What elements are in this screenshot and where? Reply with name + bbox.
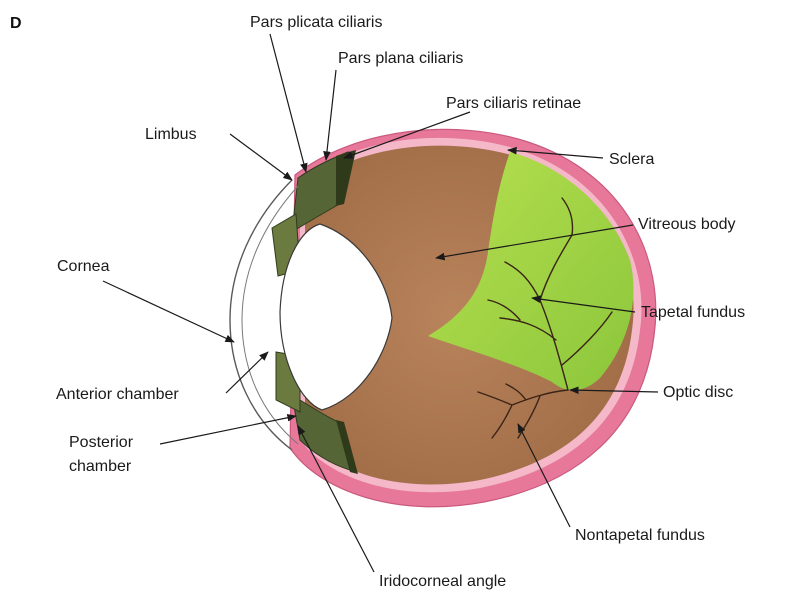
leader-cornea: [103, 281, 234, 342]
label-anterior-chamber: Anterior chamber: [56, 386, 179, 403]
leader-posterior-chamber: [160, 416, 296, 444]
label-iridocorneal-angle: Iridocorneal angle: [379, 573, 506, 590]
label-cornea: Cornea: [57, 258, 110, 275]
leader-limbus: [230, 134, 292, 180]
label-limbus: Limbus: [145, 126, 197, 143]
label-tapetal-fundus: Tapetal fundus: [641, 304, 745, 321]
label-posterior-chamber-line2: chamber: [69, 458, 132, 475]
panel-letter: D: [10, 15, 22, 32]
label-nontapetal-fundus: Nontapetal fundus: [575, 527, 705, 544]
leader-pars-plana-ciliaris: [326, 70, 336, 160]
label-vitreous-body: Vitreous body: [638, 216, 736, 233]
label-pars-plana-ciliaris: Pars plana ciliaris: [338, 50, 463, 67]
label-posterior-chamber-line1: Posterior: [69, 434, 134, 451]
leader-anterior-chamber: [226, 352, 268, 393]
label-pars-ciliaris-retinae: Pars ciliaris retinae: [446, 95, 581, 112]
label-pars-plicata-ciliaris: Pars plicata ciliaris: [250, 14, 382, 31]
leader-pars-plicata-ciliaris: [270, 34, 306, 172]
label-sclera: Sclera: [609, 151, 654, 168]
label-optic-disc: Optic disc: [663, 384, 733, 401]
